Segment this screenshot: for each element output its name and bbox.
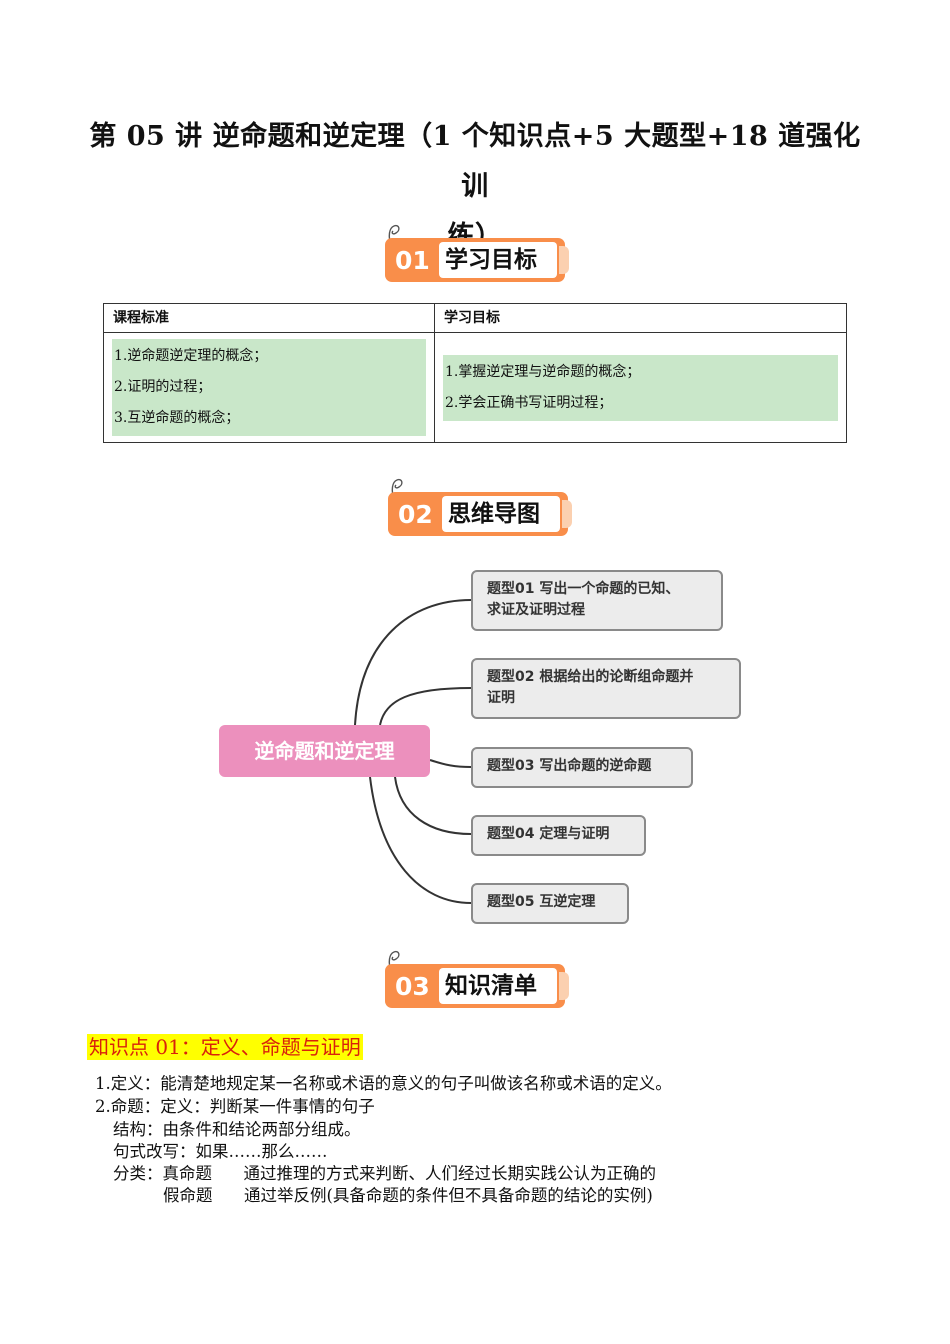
mind-map-branch-1: 题型01 写出一个命题的已知、 求证及证明过程 (471, 570, 723, 631)
page-title-line1: 第 05 讲 逆命题和逆定理（1 个知识点+5 大题型+18 道强化训 (89, 121, 861, 202)
paperclip-icon (388, 224, 400, 247)
section-label: 学习目标 (439, 242, 557, 278)
paperclip-icon (388, 950, 400, 973)
table-header-row: 课程标准 学习目标 (103, 303, 847, 333)
table-header-standards: 课程标准 (103, 303, 435, 333)
mind-map-center-node: 逆命题和逆定理 (219, 725, 430, 777)
table-row: 1.逆命题逆定理的概念； 2.证明的过程； 3.互逆命题的概念； 1.掌握逆定理… (103, 332, 847, 443)
standards-list: 1.逆命题逆定理的概念； 2.证明的过程； 3.互逆命题的概念； (112, 339, 426, 436)
knowledge-line: 1.定义：能清楚地规定某一名称或术语的意义的句子叫做该名称或术语的定义。 (95, 1074, 672, 1093)
branch-text: 求证及证明过程 (487, 602, 585, 618)
table-header-objectives: 学习目标 (434, 303, 847, 333)
section-badge-knowledge: 03 知识清单 (385, 948, 575, 1014)
standards-cell: 1.逆命题逆定理的概念； 2.证明的过程； 3.互逆命题的概念； (103, 332, 435, 443)
connector-line (354, 599, 472, 726)
mind-map-branch-2: 题型02 根据给出的论断组命题并 证明 (471, 658, 741, 719)
mind-map-branch-5: 题型05 互逆定理 (471, 883, 629, 924)
objectives-list: 1.掌握逆定理与逆命题的概念； 2.学会正确书写证明过程； (443, 355, 838, 421)
objectives-cell: 1.掌握逆定理与逆命题的概念； 2.学会正确书写证明过程； (434, 332, 847, 443)
page-title: 第 05 讲 逆命题和逆定理（1 个知识点+5 大题型+18 道强化训 练） (80, 112, 870, 262)
knowledge-line: 假命题 通过举反例(具备命题的条件但不具备命题的结论的实例) (163, 1186, 653, 1205)
section-badge-goals: 01 学习目标 (385, 222, 575, 288)
branch-text: 题型02 根据给出的论断组命题并 (487, 669, 694, 685)
branch-text: 题型05 互逆定理 (487, 894, 596, 910)
section-number: 01 (395, 246, 430, 275)
knowledge-line: 句式改写：如果……那么…… (113, 1142, 328, 1161)
section-badge-mindmap: 02 思维导图 (388, 476, 578, 542)
branch-text: 题型01 写出一个命题的已知、 (487, 581, 680, 597)
connector-line (369, 776, 472, 904)
section-number: 02 (398, 500, 433, 529)
branch-text: 证明 (487, 690, 515, 706)
connector-line (429, 759, 472, 768)
paperclip-icon (391, 478, 403, 501)
knowledge-line: 结构：由条件和结论两部分组成。 (113, 1120, 361, 1139)
section-number: 03 (395, 972, 430, 1001)
knowledge-point-heading: 知识点 01：定义、命题与证明 (87, 1034, 363, 1060)
knowledge-line: 2.命题：定义：判断某一件事情的句子 (95, 1097, 375, 1116)
branch-text: 题型03 写出命题的逆命题 (487, 758, 652, 774)
mind-map-branch-3: 题型03 写出命题的逆命题 (471, 747, 693, 788)
branch-text: 题型04 定理与证明 (487, 826, 610, 842)
list-item: 2.证明的过程； (114, 379, 212, 395)
section-label: 知识清单 (439, 968, 557, 1004)
list-item: 1.逆命题逆定理的概念； (114, 348, 268, 364)
list-item: 3.互逆命题的概念； (114, 410, 240, 426)
section-label: 思维导图 (442, 496, 560, 532)
list-item: 2.学会正确书写证明过程； (445, 395, 613, 411)
mind-map-branch-4: 题型04 定理与证明 (471, 815, 646, 856)
connector-line (394, 776, 472, 835)
goals-table: 课程标准 学习目标 1.逆命题逆定理的概念； 2.证明的过程； 3.互逆命题的概… (103, 303, 847, 443)
connector-line (379, 687, 472, 726)
knowledge-line: 分类：真命题 通过推理的方式来判断、人们经过长期实践公认为正确的 (113, 1164, 656, 1183)
list-item: 1.掌握逆定理与逆命题的概念； (445, 364, 641, 380)
